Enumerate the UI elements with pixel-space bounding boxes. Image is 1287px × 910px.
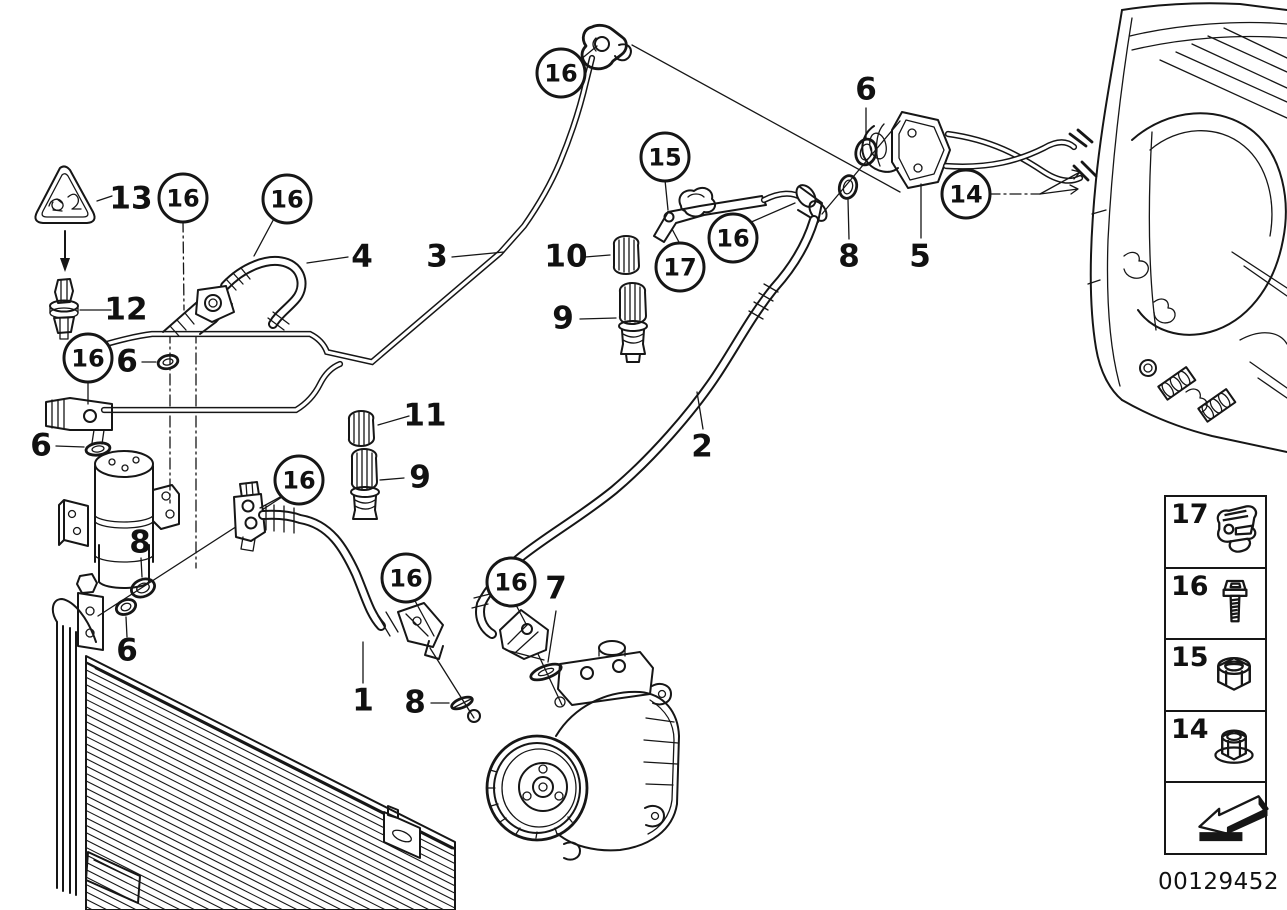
refrigerant-warning-triangle-icon — [34, 165, 96, 224]
callout-8-21[interactable]: 8 — [838, 238, 860, 275]
pressure-switch — [49, 278, 79, 340]
callout-16-16[interactable]: 16 — [535, 47, 587, 99]
seal-washer-8-bottom — [450, 695, 474, 711]
callout-3-4[interactable]: 3 — [426, 238, 448, 275]
callout-16-18[interactable]: 16 — [707, 212, 759, 264]
legend-item-number: 14 — [1171, 713, 1209, 745]
callout-1-28[interactable]: 1 — [352, 682, 374, 719]
valve-cap-11 — [347, 410, 375, 447]
o-ring-8-top — [837, 174, 859, 200]
callout-8-29[interactable]: 8 — [404, 684, 426, 721]
double-pipe-5 — [861, 111, 1098, 189]
o-ring-6-condenser — [114, 598, 138, 616]
callout-7-27[interactable]: 7 — [545, 570, 567, 607]
pressure-hose-1 — [233, 481, 444, 660]
flange-nut-icon — [1205, 718, 1263, 776]
refrigerant-pipe-3 — [74, 54, 596, 414]
callout-16-2[interactable]: 16 — [261, 173, 313, 225]
callout-8-13[interactable]: 8 — [129, 524, 151, 561]
construction-lines — [97, 44, 901, 719]
o-ring-6-drier-top — [156, 353, 180, 371]
legend-item-number: 15 — [1171, 642, 1209, 673]
callout-11-7[interactable]: 11 — [403, 397, 447, 434]
back-arrow-icon — [1192, 785, 1269, 851]
legend-sidebar: 17 16 15 14 — [1164, 495, 1269, 855]
callout-6-11[interactable]: 6 — [116, 343, 138, 380]
o-ring-8-left — [130, 577, 156, 599]
heater-evaporator-unit — [1087, 2, 1287, 453]
ac-compressor — [467, 640, 680, 861]
callout-4-3[interactable]: 4 — [351, 238, 373, 275]
callout-17-19[interactable]: 17 — [654, 241, 706, 293]
condenser — [51, 573, 456, 910]
callout-6-12[interactable]: 6 — [30, 427, 52, 464]
legend-item-17[interactable]: 17 — [1164, 495, 1267, 569]
callout-16-26[interactable]: 16 — [485, 556, 537, 608]
callout-12-9[interactable]: 12 — [104, 291, 148, 328]
valve-cap-10 — [612, 235, 640, 275]
callout-14-22[interactable]: 14 — [940, 168, 992, 220]
legend-item-14[interactable]: 14 — [1164, 709, 1267, 784]
callout-16-1[interactable]: 16 — [157, 172, 209, 224]
callout-6-20[interactable]: 6 — [855, 71, 877, 108]
legend-item-number: 16 — [1171, 570, 1209, 602]
callout-16-10[interactable]: 16 — [62, 332, 114, 384]
callout-6-14[interactable]: 6 — [116, 632, 138, 669]
callout-16-25[interactable]: 16 — [380, 552, 432, 604]
callout-9-8[interactable]: 9 — [409, 459, 431, 496]
down-arrow — [60, 230, 70, 272]
plate-number: 00129452 — [1158, 869, 1280, 895]
callout-13-0[interactable]: 13 — [109, 180, 153, 217]
valve-cap-9-lower — [350, 448, 380, 520]
valve-cap-9-upper — [618, 282, 648, 363]
callout-16-24[interactable]: 16 — [273, 454, 325, 506]
gasket-7 — [529, 662, 563, 682]
nut-icon — [1205, 645, 1263, 705]
o-ring-6-top — [854, 137, 878, 167]
pressure-hose-2 — [471, 184, 828, 661]
pipe-clamp-bracket-top — [580, 23, 632, 71]
legend-item-number: 17 — [1171, 499, 1209, 530]
callout-9-6[interactable]: 9 — [552, 300, 574, 337]
suction-hose-4 — [162, 256, 307, 337]
bolt-icon — [1207, 571, 1263, 637]
callout-15-17[interactable]: 15 — [639, 131, 691, 183]
callout-10-5[interactable]: 10 — [544, 238, 588, 275]
receiver-drier — [45, 397, 180, 589]
legend-item-16[interactable]: 16 — [1164, 566, 1267, 641]
callout-5-23[interactable]: 5 — [909, 238, 931, 275]
callout-2-15[interactable]: 2 — [691, 428, 713, 465]
clip-icon — [1207, 500, 1263, 564]
legend-item-15[interactable]: 15 — [1164, 638, 1267, 712]
legend-back-arrow[interactable] — [1164, 781, 1269, 855]
